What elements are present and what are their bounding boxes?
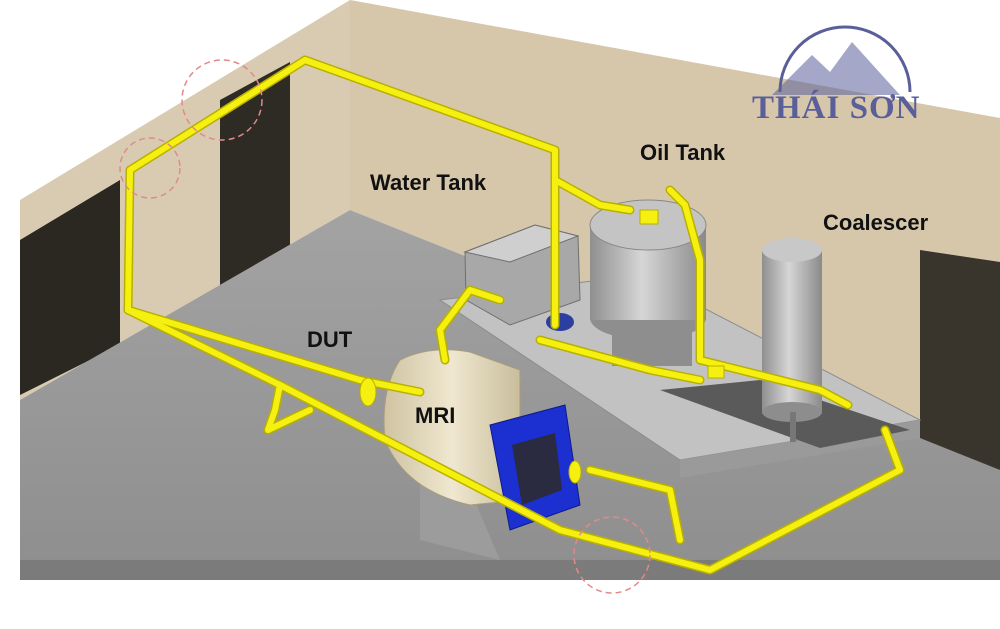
floor-slab-edge [20,560,1000,580]
dut-flange [359,377,377,407]
coalescer-top [762,238,822,262]
detail-circle-top [181,59,263,141]
dut-label: DUT [307,327,353,352]
logo-text: THÁI SƠN [752,90,921,126]
detail-circle-left [119,137,181,199]
oil-tank-inlet [639,209,659,225]
right-wall-opening [920,250,1000,470]
valve [707,365,725,379]
water-tank-top [463,224,580,263]
mountain-icon [772,25,912,95]
detail-circle-bottom [573,516,651,594]
mri-bore [512,433,562,505]
coalescer-label: Coalescer [823,210,929,235]
pump [546,313,574,331]
mri-label: MRI [415,403,456,428]
water-tank-label: Water Tank [370,170,487,195]
oil-tank-label: Oil Tank [640,140,726,165]
pipe-network [123,55,905,575]
left-window [20,180,120,395]
coalescer-leg [790,412,796,442]
outlet-flange [568,460,582,484]
